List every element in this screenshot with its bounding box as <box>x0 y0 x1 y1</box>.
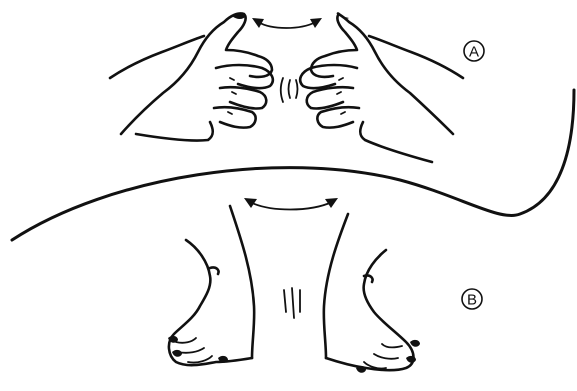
thumb-separation-arrow <box>252 18 322 28</box>
left-foot-drawing <box>168 206 254 365</box>
panel-b-label-text: B <box>467 292 477 309</box>
panel-b-label: B <box>462 289 482 309</box>
panel-a-thumbs-figure: A <box>110 13 484 162</box>
panel-a-label-text: A <box>469 44 479 61</box>
foot-motion-marks <box>284 288 300 318</box>
panel-divider-curve <box>12 90 574 240</box>
thumb-motion-marks <box>281 78 298 102</box>
left-hand-drawing <box>110 13 273 141</box>
panel-b-feet-figure: B <box>168 198 482 373</box>
right-hand-drawing <box>300 13 463 162</box>
right-foot-drawing <box>324 214 420 373</box>
panel-a-label: A <box>464 41 484 61</box>
leg-separation-arrow <box>244 198 338 210</box>
